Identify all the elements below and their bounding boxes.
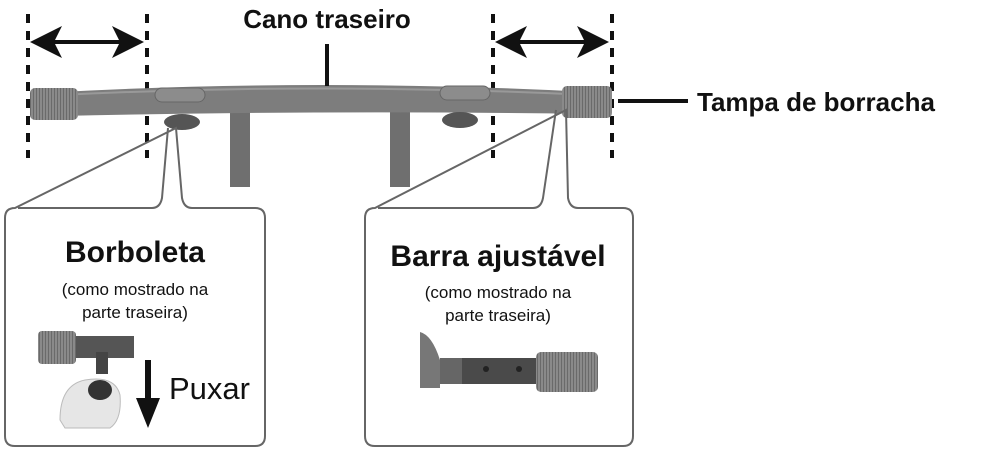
rubber-cap-label: Tampa de borracha bbox=[697, 87, 935, 117]
callout-title: Borboleta bbox=[65, 236, 205, 269]
arrow-down-icon bbox=[136, 360, 160, 428]
adjustable-bar-photo bbox=[420, 332, 598, 392]
callout-title: Barra ajustável bbox=[390, 240, 605, 273]
wing-nut-photo bbox=[38, 331, 134, 429]
callout-note: (como mostrado na bbox=[62, 280, 209, 299]
callout-wing-nut: Borboleta (como mostrado na parte trasei… bbox=[4, 126, 266, 447]
pull-label: Puxar bbox=[169, 371, 250, 406]
callout-note: (como mostrado na bbox=[425, 283, 572, 302]
wing-knob bbox=[164, 114, 200, 130]
callout-note: parte traseira) bbox=[445, 306, 551, 325]
adjustment-range-guides bbox=[26, 14, 614, 158]
callout-note: parte traseira) bbox=[82, 303, 188, 322]
wing-knob bbox=[442, 112, 478, 128]
callout-adjustable-bar: Barra ajustável (como mostrado na parte … bbox=[364, 108, 634, 447]
rear-tube bbox=[30, 85, 612, 187]
rear-tube-label: Cano traseiro bbox=[243, 4, 411, 34]
